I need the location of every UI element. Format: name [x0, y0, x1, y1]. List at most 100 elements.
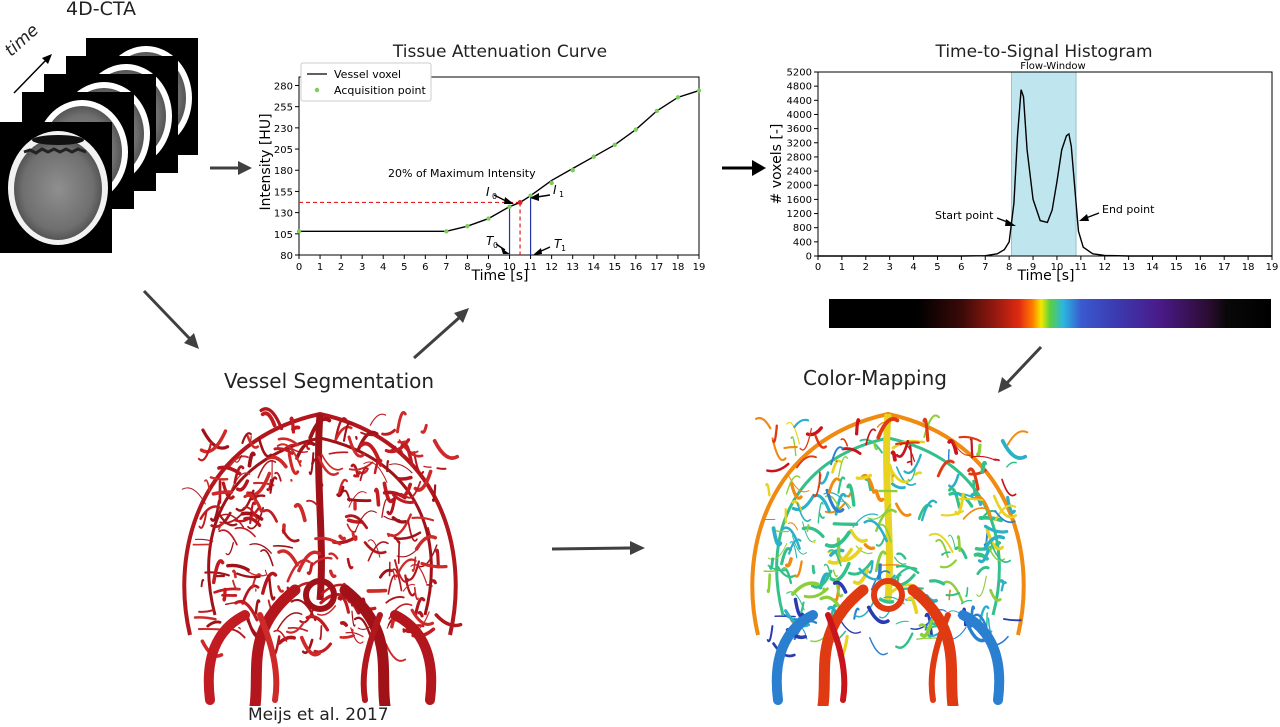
vessel-branch	[426, 584, 433, 587]
vessel-branch	[220, 513, 245, 528]
vessel-branch	[906, 460, 912, 464]
x-tick-label: 3	[886, 262, 892, 273]
vessel-branch	[199, 429, 228, 454]
y-tick-label: 4000	[787, 110, 812, 121]
vessel-branch	[814, 434, 828, 449]
vessel-branch	[948, 473, 960, 489]
vessel-branch	[799, 427, 813, 451]
vessel-branch	[238, 627, 241, 630]
vessel-branch	[320, 453, 344, 471]
vessel-branch	[943, 551, 951, 555]
vessel-branch	[865, 428, 877, 446]
flow-window	[1011, 71, 1077, 257]
x-tick-label: 18	[672, 262, 685, 273]
vessel-branch	[1006, 495, 1016, 514]
acquisition-point	[528, 193, 533, 198]
t0-label: T 0	[486, 234, 510, 254]
vessel-branch	[273, 447, 294, 455]
vessel-branch	[958, 497, 984, 501]
vessel-branch	[766, 462, 790, 473]
legend-vessel-voxel: Vessel voxel	[334, 68, 401, 81]
x-tick-label: 1	[839, 262, 845, 273]
vessel-branch	[209, 476, 229, 481]
vessel-branch	[241, 432, 252, 444]
histogram-line	[818, 89, 1272, 257]
vessel-branch	[259, 407, 284, 431]
vessel-branch	[893, 556, 907, 565]
vessel-branch	[367, 539, 381, 558]
vessel-branch	[432, 439, 460, 460]
vessel-branch	[765, 482, 771, 497]
vessel-branch	[298, 459, 302, 464]
tac-title: Tissue Attenuation Curve	[392, 42, 607, 62]
vessel-branch	[393, 559, 410, 583]
vessel-branch	[990, 541, 1012, 563]
vessel-branch	[351, 610, 356, 627]
acquisition-point	[486, 216, 491, 221]
vessel-branch	[204, 479, 211, 493]
vessel-branch	[386, 460, 390, 473]
circle-of-willis	[871, 578, 905, 612]
vessel-branch	[829, 561, 851, 582]
y-tick-label: 4400	[787, 96, 812, 107]
vessel-branch	[423, 465, 432, 468]
vessel-branch	[351, 531, 358, 542]
basilar-branch	[928, 612, 951, 703]
vessel-branch	[240, 511, 264, 521]
vessel-branch	[956, 535, 961, 552]
vessel-branch	[812, 540, 816, 544]
vessel-branch	[919, 618, 934, 638]
vessel-branch	[1006, 461, 1017, 468]
vessel-branch	[976, 566, 990, 576]
vessel-branch	[903, 453, 922, 475]
vessel-branch	[311, 556, 333, 567]
x-tick-label: 19	[1266, 262, 1278, 273]
acquisition-point	[507, 204, 512, 209]
vessel-branch	[277, 585, 284, 593]
vessel-branch	[347, 497, 372, 503]
vessel-branch	[824, 494, 840, 508]
x-tick-label: 17	[651, 262, 664, 273]
vessel-branch	[319, 483, 324, 500]
vessel-branch	[381, 428, 397, 436]
vessel-branch	[954, 546, 968, 560]
vessel-branch	[274, 471, 282, 482]
vessel-branch	[374, 487, 381, 507]
vessel-branch	[890, 450, 897, 462]
vessel-branch	[805, 426, 823, 437]
vessel-branch	[348, 461, 374, 471]
vessel-branch	[960, 599, 973, 605]
circle-of-willis	[303, 578, 337, 612]
vessel-branch	[828, 549, 842, 567]
vessel-branch	[305, 442, 311, 451]
acquisition-point	[696, 88, 702, 93]
vessel-branch	[896, 552, 907, 560]
vessel-branch	[350, 627, 364, 644]
vessel-branch	[276, 612, 303, 631]
vessel-branch	[389, 463, 413, 474]
vessel-branch	[277, 635, 296, 645]
x-tick-label: 15	[608, 262, 621, 273]
vessel-branch	[867, 503, 892, 520]
vessel-branch	[887, 463, 894, 483]
vessel-branch	[945, 592, 961, 597]
svg-text:End point: End point	[1102, 203, 1155, 216]
vessel-branch	[948, 589, 952, 601]
vessel-branch	[892, 566, 918, 582]
vessel-branch	[920, 499, 938, 522]
acquisition-point	[444, 229, 449, 234]
vessel-branch	[832, 580, 848, 594]
vessel-branch	[260, 549, 274, 567]
vessel-branch	[947, 439, 959, 455]
x-tick-label: 4	[380, 262, 386, 273]
svg-text:1: 1	[561, 244, 566, 253]
vessel-branch	[952, 440, 974, 456]
carotid-artery	[817, 584, 869, 706]
tac-xlabel: Time [s]	[471, 268, 529, 284]
vessel-branch	[257, 436, 273, 458]
vessel-branch	[783, 445, 798, 450]
vessel-branch	[337, 478, 348, 495]
time-colorbar	[829, 299, 1271, 328]
vessel-voxel-line	[299, 89, 700, 232]
vessel-branch	[841, 447, 862, 455]
